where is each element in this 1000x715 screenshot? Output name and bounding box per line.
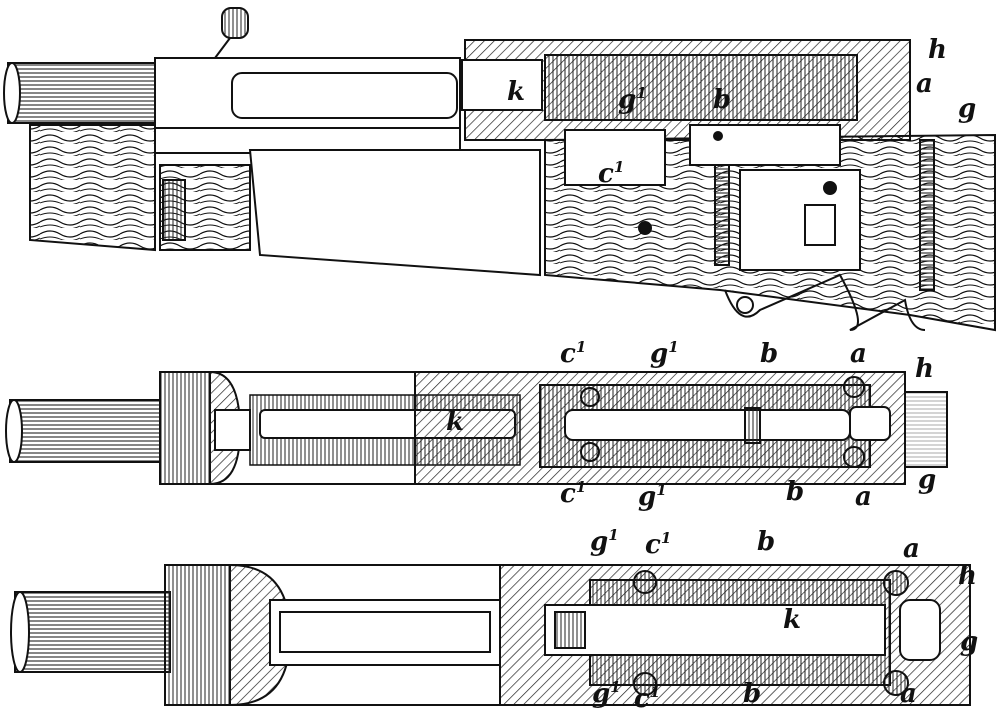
label-g1-1: g1 <box>618 84 647 115</box>
label-g1-3b: g1 <box>592 678 621 709</box>
barrel-top <box>9 399 161 463</box>
label-k-1: k <box>507 77 525 107</box>
label-a-3b: a <box>900 679 917 709</box>
bolt-handle <box>221 7 249 39</box>
label-g1-3a: g1 <box>590 526 619 557</box>
label-a-2a: a <box>850 339 867 369</box>
label-h-2: h <box>915 354 934 384</box>
label-h-3: h <box>958 561 977 591</box>
label-c1-1: c1 <box>598 158 624 189</box>
label-b-3b: b <box>743 679 761 709</box>
label-g1-2a: g1 <box>650 338 679 369</box>
label-b-1: b <box>713 85 731 115</box>
label-b-2a: b <box>760 339 778 369</box>
label-a-3a: a <box>903 534 920 564</box>
stock-rear-side <box>29 124 156 252</box>
label-k-3: k <box>783 605 801 635</box>
label-b-3a: b <box>757 527 775 557</box>
label-g-3: g <box>960 627 978 657</box>
label-c1-2a: c1 <box>560 338 586 369</box>
label-h-1: h <box>928 35 947 65</box>
label-k-2: k <box>446 407 464 437</box>
label-g-1: g <box>958 94 976 124</box>
lock-block <box>739 169 861 271</box>
trigger-guard <box>724 273 926 331</box>
side-view <box>3 7 996 332</box>
barrel-side <box>7 62 157 124</box>
label-a-1: a <box>916 69 933 99</box>
label-c1-3b: c1 <box>634 683 660 714</box>
barrel-bottom <box>14 591 171 673</box>
label-c1-3a: c1 <box>645 529 671 560</box>
bottom-section-view <box>10 564 971 706</box>
label-g-2: g <box>918 465 936 495</box>
label-b-2b: b <box>786 477 804 507</box>
label-c1-2b: c1 <box>560 478 586 509</box>
top-section-view <box>5 371 948 485</box>
reference-labels: h a b k g1 g c1 c1 g1 b a h k c1 g1 b a … <box>446 35 978 714</box>
magazine-housing-side <box>248 149 541 277</box>
bolt-k-bottom <box>544 604 886 656</box>
label-a-2b: a <box>855 482 872 512</box>
label-g1-2b: g1 <box>638 481 667 512</box>
